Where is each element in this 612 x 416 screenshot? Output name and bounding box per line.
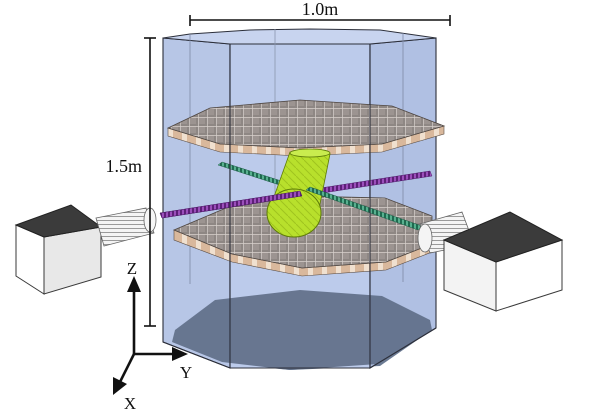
width-label: 1.0m	[302, 0, 339, 19]
vessel-top-rim	[162, 28, 437, 45]
left-camera-lens	[95, 207, 155, 247]
left-camera	[14, 204, 157, 295]
x-axis-arrowhead	[113, 377, 127, 395]
upper-plate	[166, 99, 446, 157]
x-axis-label: X	[124, 394, 136, 413]
left-camera-box-side	[43, 226, 102, 295]
right-camera	[417, 211, 564, 312]
beam-cylinder-end	[266, 188, 322, 238]
coordinate-axes: Z Y X	[113, 259, 192, 413]
upper-plate-surface	[166, 99, 446, 149]
vessel-floor	[172, 290, 432, 370]
width-dimension: 1.0m	[189, 0, 451, 26]
height-dimension: 1.5m	[105, 37, 156, 327]
y-axis-arrowhead	[172, 347, 188, 361]
beam-cylinder-top	[289, 148, 331, 158]
z-axis-arrowhead	[127, 276, 141, 292]
height-label: 1.5m	[105, 156, 142, 176]
vessel-front-edges	[162, 44, 437, 369]
z-axis-label: Z	[127, 259, 137, 278]
right-camera-box-top	[442, 211, 564, 263]
y-axis-label: Y	[180, 363, 192, 382]
